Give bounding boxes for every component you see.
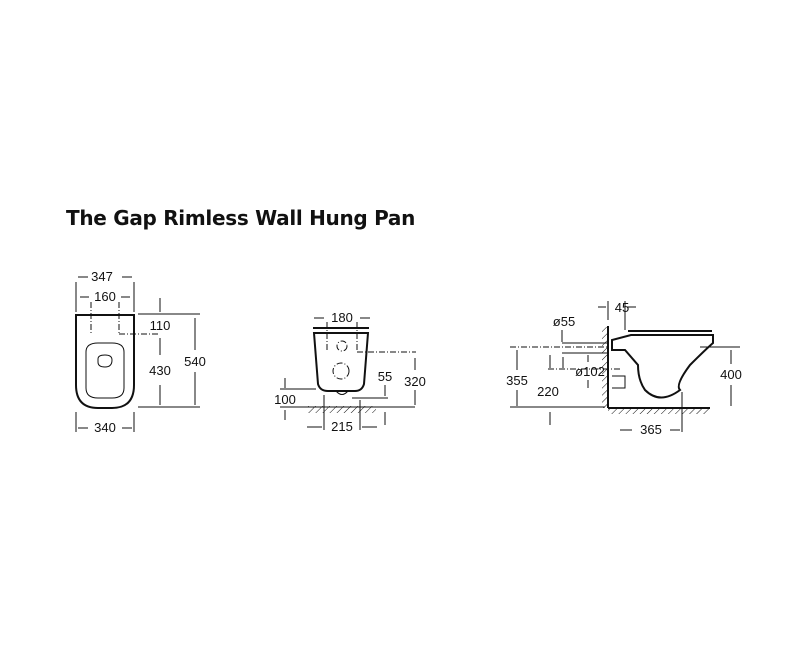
dim-347: 347 <box>91 269 113 284</box>
seat-outline <box>85 342 125 399</box>
dim-430: 430 <box>149 363 171 378</box>
pan-outline-rear <box>312 332 370 392</box>
dim-outlet-diameter: ø102 <box>575 364 605 379</box>
dim-320: 320 <box>404 374 426 389</box>
top-view: 347 160 110 430 540 340 <box>75 269 206 435</box>
pan-outline-top <box>75 314 135 409</box>
dim-180: 180 <box>331 310 353 325</box>
dim-355: 355 <box>506 373 528 388</box>
dim-540: 540 <box>184 354 206 369</box>
pan-outline-side <box>611 334 714 399</box>
dim-160: 160 <box>94 289 116 304</box>
dim-215: 215 <box>331 419 353 434</box>
dim-220: 220 <box>537 384 559 399</box>
page-title: The Gap Rimless Wall Hung Pan <box>66 206 416 230</box>
side-view: 45 ø55 ø102 355 220 400 365 <box>506 300 742 437</box>
dim-inlet-diameter: ø55 <box>553 314 575 329</box>
dim-110: 110 <box>150 318 171 333</box>
dim-55: 55 <box>378 369 392 384</box>
rear-view: 180 55 320 100 215 <box>274 310 426 434</box>
dim-100: 100 <box>274 392 296 407</box>
dim-45: 45 <box>615 300 629 315</box>
dim-365: 365 <box>640 422 662 437</box>
bowl-opening <box>97 354 113 368</box>
dim-400: 400 <box>720 367 742 382</box>
dim-340: 340 <box>94 420 116 435</box>
